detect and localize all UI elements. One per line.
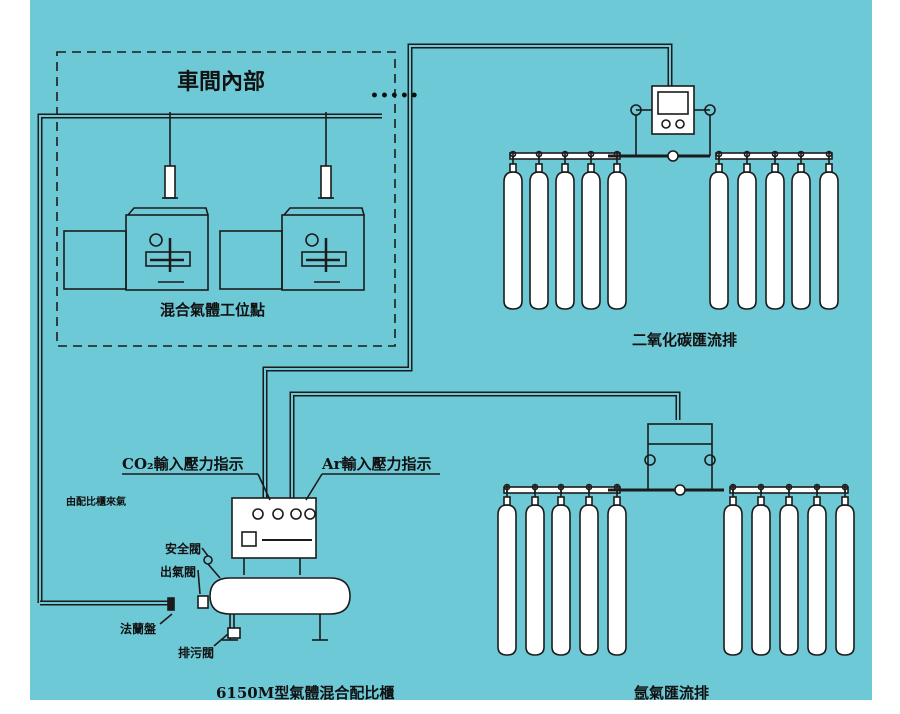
ellipsis-mark: ••••• [370,88,420,104]
argon-manifold-right-cylinder-4 [807,483,827,656]
co2-manifold-left-cylinder-4 [581,150,601,310]
co2-manifold-right-cylinder-3 [765,150,785,310]
argon-supply-pipe [289,391,681,500]
mixing-cabinet [231,497,317,575]
diagram-canvas: 車間內部 ••••• 混合氣體工位點 二氧化碳匯流排 氬氣匯流排 CO₂輸入壓力… [30,0,872,700]
argon-manifold-left-cylinder-4 [579,483,599,656]
co2-manifold-right-cylinder-5 [819,150,839,310]
argon-manifold-left-cylinder-3 [551,483,571,656]
mixed-gas-station-label: 混合氣體工位點 [160,301,266,319]
co2-manifold-right-cylinder-1 [709,150,729,310]
argon-manifold-right-cylinder-5 [835,483,855,656]
co2-manifold-left-cylinder-1 [503,150,523,310]
gas-mixing-system-diagram [37,43,855,656]
co2-manifold-right-cylinder-4 [791,150,811,310]
co2-supply-pipe [262,43,673,500]
argon-manifold-label: 氬氣匯流排 [634,684,710,700]
ar-input-pressure-label: Ar輸入壓力指示 [322,455,432,473]
argon-manifold-left-cylinder-2 [525,483,545,656]
argon-manifold-right-cylinder-2 [751,483,771,656]
co2-manifold-left-cylinder-2 [529,150,549,310]
buffer-tank [167,555,351,641]
drain-valve-label: 排污閥 [178,646,215,660]
outlet-valve-label: 出氣閥 [160,565,197,579]
workshop-interior-label: 車間內部 [177,69,266,95]
argon-manifold-left-cylinder-1 [497,483,517,656]
leader-lines [122,473,440,647]
cabinet-name-label: 6150M型氣體混合配比櫃 [216,684,395,700]
workshop-boundary [56,51,396,347]
co2-control-panel [608,85,716,162]
workstation-right [219,112,365,291]
flange-plate-label: 法蘭盤 [120,622,157,636]
argon-manifold-left-cylinder-5 [607,483,627,656]
co2-manifold-left-cylinder-5 [607,150,627,310]
co2-manifold-right-cylinder-2 [737,150,757,310]
argon-manifold-right-cylinder-1 [723,483,743,656]
supply-pipe-workshop [37,113,382,603]
co2-manifold-label: 二氧化碳匯流排 [632,331,738,349]
safety-valve-label: 安全閥 [165,542,202,556]
supply-note-label: 由配比櫃來氣 [66,497,126,508]
argon-regulator-header [608,423,724,496]
argon-manifold-right-cylinder-3 [779,483,799,656]
co2-manifold-left-cylinder-3 [555,150,575,310]
workstation-left [63,112,209,291]
co2-input-pressure-label: CO₂輸入壓力指示 [122,455,244,473]
